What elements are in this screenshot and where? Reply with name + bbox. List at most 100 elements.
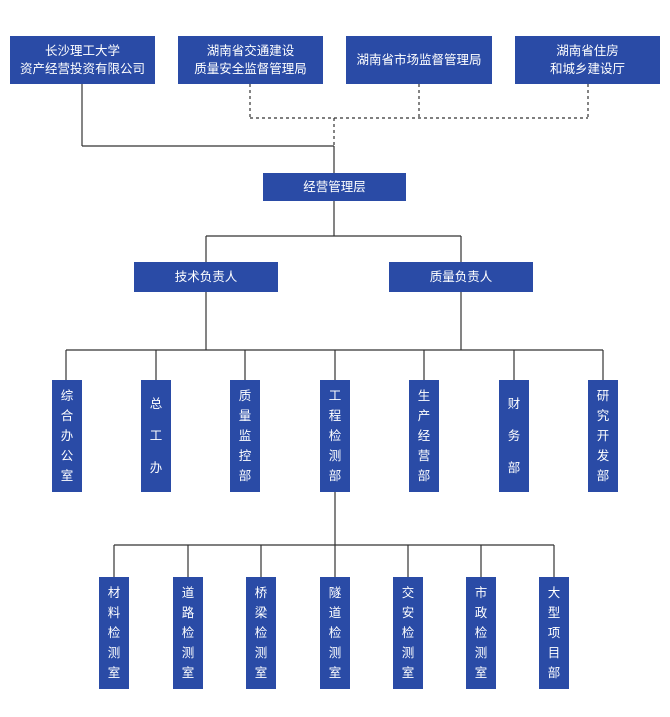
box-department: 质量监控部 — [230, 380, 260, 492]
vertical-char: 室 — [254, 665, 268, 680]
vertical-label: 市政检测室 — [475, 583, 488, 683]
vertical-label: 生产经营部 — [418, 386, 431, 486]
vertical-char: 营 — [417, 448, 431, 463]
box-label: 经营管理层 — [303, 178, 366, 194]
vertical-char: 室 — [401, 665, 415, 680]
vertical-char: 测 — [401, 645, 415, 660]
vertical-char: 测 — [474, 645, 488, 660]
box-housing-department: 湖南省住房 和城乡建设厅 — [515, 36, 660, 84]
box-label: 技术负责人 — [174, 268, 238, 284]
vertical-char: 梁 — [254, 605, 268, 620]
box-label: 质量负责人 — [429, 268, 493, 284]
vertical-char: 道 — [181, 585, 195, 600]
vertical-char: 量 — [238, 408, 252, 423]
vertical-char: 交 — [401, 585, 415, 600]
vertical-char: 检 — [181, 625, 195, 640]
vertical-char: 办 — [149, 460, 163, 475]
vertical-label: 综合办公室 — [61, 386, 74, 486]
vertical-label: 隧道检测室 — [329, 583, 342, 683]
vertical-char: 桥 — [254, 585, 268, 600]
vertical-char: 部 — [417, 468, 431, 483]
vertical-char: 部 — [238, 468, 252, 483]
vertical-char: 检 — [474, 625, 488, 640]
vertical-char: 测 — [181, 645, 195, 660]
box-technical-lead: 技术负责人 — [134, 262, 278, 292]
vertical-char: 工 — [149, 428, 163, 443]
box-csu-asset-company: 长沙理工大学 资产经营投资有限公司 — [10, 36, 155, 84]
box-market-supervision-bureau: 湖南省市场监督管理局 — [346, 36, 492, 84]
vertical-char: 室 — [60, 468, 74, 483]
vertical-char: 监 — [238, 428, 252, 443]
vertical-char: 测 — [254, 645, 268, 660]
vertical-char: 部 — [596, 468, 610, 483]
vertical-char: 隧 — [328, 585, 342, 600]
vertical-char: 测 — [107, 645, 121, 660]
vertical-label: 桥梁检测室 — [255, 583, 268, 683]
vertical-char: 部 — [328, 468, 342, 483]
box-lab: 隧道检测室 — [320, 577, 350, 689]
box-department: 综合办公室 — [52, 380, 82, 492]
box-lab: 桥梁检测室 — [246, 577, 276, 689]
box-transport-supervision-bureau: 湖南省交通建设 质量安全监督管理局 — [178, 36, 323, 84]
vertical-label: 总工办 — [150, 388, 163, 484]
vertical-char: 室 — [328, 665, 342, 680]
vertical-label: 大型项目部 — [548, 583, 561, 683]
vertical-char: 经 — [417, 428, 431, 443]
box-lab: 大型项目部 — [539, 577, 569, 689]
box-department: 工程检测部 — [320, 380, 350, 492]
box-department: 财务部 — [499, 380, 529, 492]
vertical-char: 检 — [401, 625, 415, 640]
vertical-char: 测 — [328, 448, 342, 463]
box-label-line: 资产经营投资有限公司 — [19, 61, 145, 76]
box-lab: 材料检测室 — [99, 577, 129, 689]
vertical-char: 型 — [547, 605, 561, 620]
vertical-char: 检 — [328, 625, 342, 640]
box-label-line: 长沙理工大学 — [44, 42, 120, 58]
vertical-char: 控 — [238, 448, 252, 463]
box-department: 生产经营部 — [409, 380, 439, 492]
box-label-line: 湖南省交通建设 — [206, 42, 295, 58]
vertical-char: 大 — [547, 585, 561, 600]
vertical-char: 合 — [60, 408, 74, 423]
vertical-char: 办 — [60, 428, 74, 443]
vertical-char: 综 — [60, 388, 74, 403]
vertical-char: 室 — [181, 665, 195, 680]
vertical-char: 检 — [328, 428, 342, 443]
vertical-label: 财务部 — [508, 388, 521, 484]
vertical-char: 安 — [401, 605, 415, 620]
vertical-char: 部 — [547, 665, 561, 680]
vertical-char: 道 — [328, 605, 342, 620]
vertical-label: 交安检测室 — [402, 583, 415, 683]
vertical-char: 检 — [254, 625, 268, 640]
vertical-char: 公 — [60, 448, 74, 463]
box-label-line: 湖南省市场监督管理局 — [356, 51, 482, 67]
vertical-char: 室 — [474, 665, 488, 680]
vertical-char: 生 — [417, 388, 431, 403]
vertical-char: 发 — [596, 448, 610, 463]
box-department: 研究开发部 — [588, 380, 618, 492]
box-label-line: 质量安全监督管理局 — [194, 61, 307, 76]
vertical-char: 工 — [328, 388, 342, 403]
box-management-layer: 经营管理层 — [263, 173, 406, 201]
vertical-char: 检 — [107, 625, 121, 640]
vertical-label: 材料检测室 — [108, 583, 121, 683]
box-label-line: 和城乡建设厅 — [549, 61, 625, 76]
vertical-char: 部 — [507, 460, 521, 475]
box-lab: 交安检测室 — [393, 577, 423, 689]
box-lab: 市政检测室 — [466, 577, 496, 689]
vertical-char: 质 — [238, 388, 252, 403]
vertical-char: 室 — [107, 665, 121, 680]
vertical-char: 务 — [507, 428, 521, 443]
vertical-char: 开 — [596, 428, 610, 443]
vertical-char: 程 — [328, 408, 342, 423]
vertical-char: 市 — [474, 585, 488, 600]
vertical-label: 研究开发部 — [597, 386, 610, 486]
vertical-char: 项 — [547, 625, 561, 640]
vertical-char: 究 — [596, 408, 610, 423]
vertical-char: 财 — [507, 396, 521, 411]
vertical-char: 测 — [328, 645, 342, 660]
vertical-char: 路 — [181, 605, 195, 620]
box-quality-lead: 质量负责人 — [389, 262, 533, 292]
vertical-label: 工程检测部 — [329, 386, 342, 486]
